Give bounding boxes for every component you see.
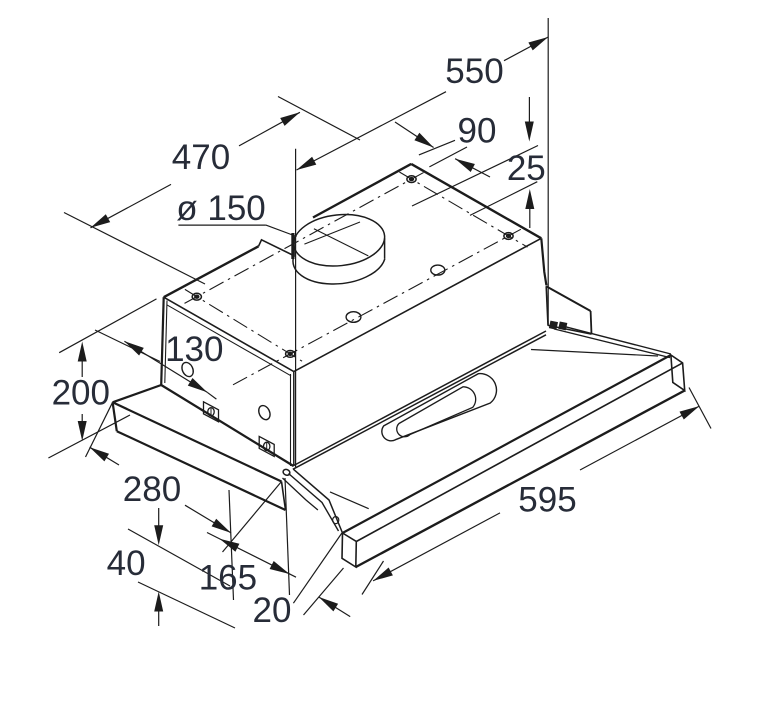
svg-text:ø 150: ø 150 xyxy=(176,189,266,228)
svg-text:40: 40 xyxy=(107,544,146,583)
svg-text:595: 595 xyxy=(518,481,576,520)
svg-text:25: 25 xyxy=(507,149,546,188)
svg-text:130: 130 xyxy=(165,330,223,369)
svg-text:20: 20 xyxy=(253,591,292,630)
svg-text:550: 550 xyxy=(445,52,503,91)
svg-text:165: 165 xyxy=(199,558,257,597)
svg-text:90: 90 xyxy=(458,111,497,150)
svg-text:470: 470 xyxy=(172,138,230,177)
svg-text:200: 200 xyxy=(52,373,110,412)
svg-text:280: 280 xyxy=(123,470,181,509)
